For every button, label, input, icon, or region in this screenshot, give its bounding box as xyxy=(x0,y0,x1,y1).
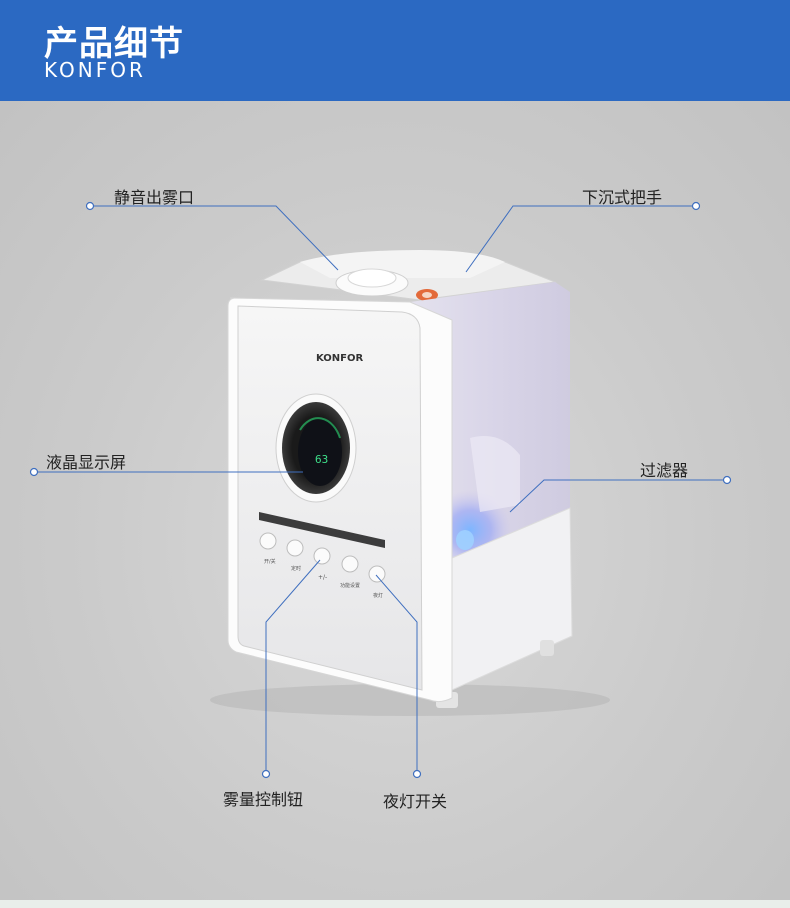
power-button-label: 开/关 xyxy=(264,558,276,565)
lid-recess xyxy=(300,250,505,278)
callout-filter: 过滤器 xyxy=(640,461,689,480)
callout-mist-outlet: 静音出雾口 xyxy=(114,188,195,207)
footer-strip xyxy=(0,900,790,908)
page-title: 产品细节 xyxy=(44,24,184,64)
mist-nozzle-cap xyxy=(347,268,397,288)
page-subtitle: KONFOR xyxy=(44,58,146,82)
callout-line-mist-outlet xyxy=(90,205,339,271)
callout-lcd: 液晶显示屏 xyxy=(46,453,127,472)
callout-handle: 下沉式把手 xyxy=(582,188,663,207)
floor-shadow xyxy=(210,684,610,716)
callout-mist-control: 雾量控制钮 xyxy=(223,790,304,809)
power-button[interactable] xyxy=(259,532,277,550)
filter-shape xyxy=(470,436,520,512)
callout-line-handle xyxy=(465,205,696,273)
timer-button-label: 定时 xyxy=(291,565,301,572)
lcd-readout: 63 xyxy=(315,453,328,466)
control-buttons: 开/关 定时 +/- 功能设置 夜灯 xyxy=(259,532,386,599)
mist-control-button[interactable] xyxy=(313,547,331,565)
timer-button[interactable] xyxy=(286,539,304,557)
mist-slot xyxy=(259,512,385,548)
callout-dots xyxy=(29,201,732,779)
night-light-button-label: 夜灯 xyxy=(373,592,383,599)
callout-line-filter xyxy=(509,479,727,513)
function-button-label: 功能设置 xyxy=(340,582,360,589)
callout-line-mist-control xyxy=(265,559,321,774)
callout-line-night-light xyxy=(375,574,418,774)
plusminus-button-label: +/- xyxy=(318,574,327,581)
water-tank xyxy=(410,282,570,558)
function-button[interactable] xyxy=(341,555,359,573)
callout-lines xyxy=(34,205,727,774)
night-light-button[interactable] xyxy=(368,565,386,583)
lcd-screen xyxy=(298,418,342,486)
brand-logo: KONFOR xyxy=(316,353,364,364)
callout-night-light: 夜灯开关 xyxy=(383,792,448,811)
header-banner: 产品细节 KONFOR xyxy=(0,0,790,101)
